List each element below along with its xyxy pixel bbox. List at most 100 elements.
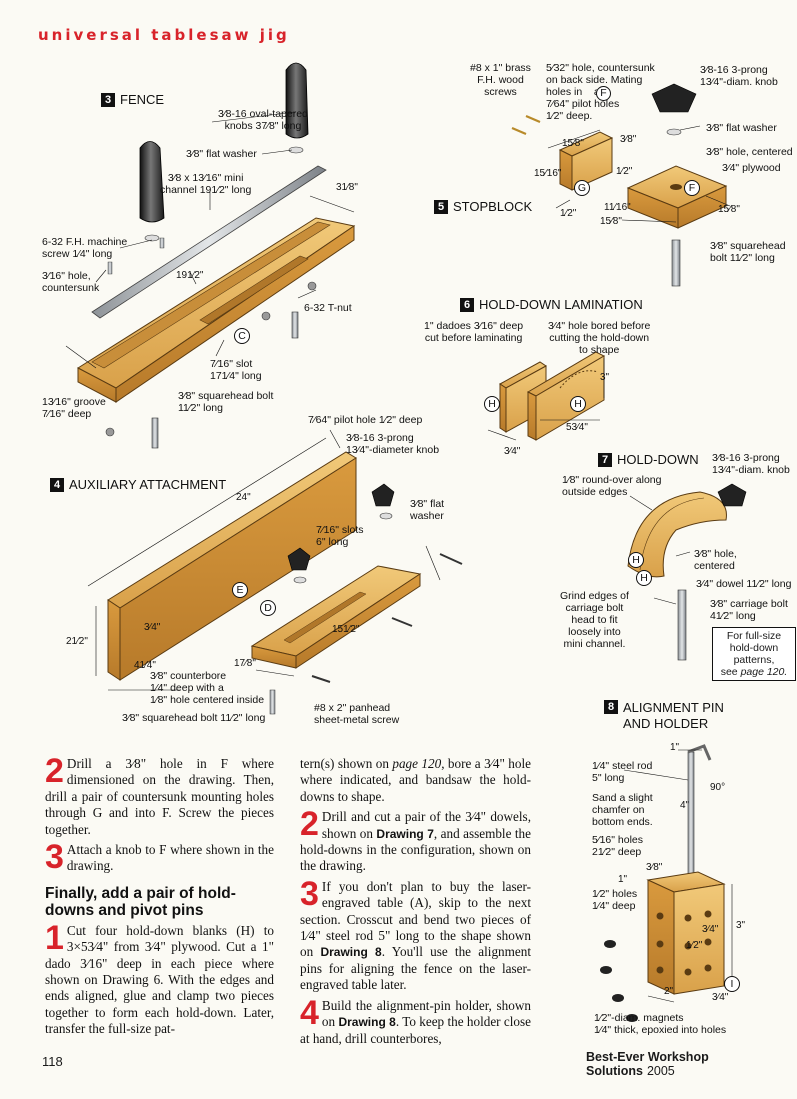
continued-paragraph: tern(s) shown on page 120, bore a 3⁄4" h…	[300, 756, 531, 804]
label-plywood: 3⁄4" plywood	[722, 162, 781, 174]
drawing-title: HOLD-DOWN	[617, 452, 699, 467]
label-hold-hole: 3⁄8" hole, centered	[694, 548, 737, 572]
publication-title: Best-Ever Workshop Solutions	[586, 1050, 709, 1078]
dim-4-quarter: 41⁄4"	[134, 660, 156, 671]
dim-align-1: 1"	[670, 742, 680, 753]
dim-2-half: 21⁄2"	[66, 636, 88, 647]
label-knobs: 3⁄8-16 oval-tapered knobs 37⁄8" long	[218, 108, 308, 132]
label-stop-knob: 3⁄8-16 3-prong 13⁄4"-diam. knob	[700, 64, 778, 88]
drawing-title: AUXILIARY ATTACHMENT	[69, 477, 227, 492]
lamination-heading: 6 HOLD-DOWN LAMINATION	[460, 297, 643, 312]
dim-align-1-b: 1"	[618, 874, 628, 885]
section-heading: Finally, add a pair of hold-downs and pi…	[45, 884, 236, 919]
label-holes-1-2: 1⁄2" holes 1⁄4" deep	[592, 888, 638, 912]
label-slots: 7⁄16" slots 6" long	[316, 524, 364, 548]
label-aux-bolt: 3⁄8" squarehead bolt 11⁄2" long	[122, 712, 266, 724]
part-g-marker: G	[574, 180, 590, 196]
drawing-reference: Drawing 8	[320, 945, 382, 960]
part-h-marker-d: H	[636, 570, 652, 586]
stopblock-drawing	[511, 83, 731, 287]
label-holes-5-16: 5⁄16" holes 21⁄2" deep	[592, 834, 644, 858]
holddown-drawing	[627, 483, 747, 661]
dim-90-deg: 90°	[710, 782, 726, 793]
step-number: 4	[300, 993, 319, 1032]
step-number: 1	[45, 918, 64, 957]
drawing-number: 3	[101, 92, 115, 107]
label-carriage-bolt: 3⁄8" carriage bolt 41⁄2" long	[710, 598, 788, 622]
oval-knob-right	[285, 62, 309, 154]
part-f-inline-marker: F	[596, 86, 611, 101]
label-countersunk-hole: 3⁄16" hole, countersunk	[42, 270, 100, 294]
label-roundover: 1⁄8" round-over along outside edges	[562, 474, 662, 498]
drawing-number: 5	[434, 199, 448, 214]
dim-align-2: 2"	[664, 986, 674, 997]
drawing-title: HOLD-DOWN LAMINATION	[479, 297, 643, 312]
label-pilot-hole: 7⁄64" pilot hole 1⁄2" deep	[308, 414, 423, 426]
drawing-number: 8	[604, 700, 618, 714]
drawing-number: 4	[50, 477, 64, 492]
dim-align-3-4-b: 3⁄4"	[712, 992, 729, 1003]
dim-stop-3-8: 3⁄8"	[620, 134, 637, 145]
label-aux-knob: 3⁄8-16 3-prong 13⁄4"-diameter knob	[346, 432, 440, 456]
part-c-marker: C	[234, 328, 250, 344]
dim-15-half: 151⁄2"	[332, 624, 360, 635]
label-countersunk-5-32: 5⁄32" hole, countersunk on back side. Ma…	[546, 62, 655, 122]
label-counterbore: 3⁄8" counterbore 1⁄4" deep with a 1⁄8" h…	[150, 670, 265, 706]
text-column-2: tern(s) shown on page 120, bore a 3⁄4" h…	[300, 756, 531, 1051]
pattern-note-page: page 120.	[740, 666, 788, 678]
dim-lam-3: 3"	[600, 372, 610, 383]
stopblock-heading: 5 STOPBLOCK	[434, 199, 532, 214]
drawing-title: ALIGNMENT PIN AND HOLDER	[623, 700, 724, 731]
label-machine-screw: 6-32 F.H. machine screw 1⁄4" long	[42, 236, 128, 260]
label-hold-knob: 3⁄8-16 3-prong 13⁄4"-diam. knob	[712, 452, 790, 476]
step-number: 2	[300, 805, 319, 844]
dim-align-1-2: 1⁄2"	[686, 940, 703, 951]
label-hole-bored: 3⁄4" hole bored before cutting the hold-…	[548, 320, 651, 356]
dim-align-4: 4"	[680, 800, 690, 811]
part-h-marker-a: H	[484, 396, 500, 412]
label-slot: 7⁄16" slot 171⁄4" long	[210, 358, 262, 382]
label-squarehead-bolt: 3⁄8" squarehead bolt 11⁄2" long	[178, 390, 274, 414]
dim-stop-1-5-8-c: 15⁄8"	[718, 204, 740, 215]
label-panhead-screw: #8 x 2" panhead sheet-metal screw	[314, 702, 400, 726]
alignment-drawing	[600, 744, 733, 1022]
drawing-number: 7	[598, 452, 612, 467]
holddown-heading: 7 HOLD-DOWN	[598, 452, 699, 467]
label-dowel: 3⁄4" dowel 11⁄2" long	[696, 578, 792, 590]
dim-align-3: 3"	[736, 920, 746, 931]
part-i-marker: I	[724, 976, 740, 992]
page-number: 118	[42, 1054, 63, 1069]
dim-stop-1-2-a: 1⁄2"	[616, 166, 633, 177]
label-dadoes: 1" dadoes 3⁄16" deep cut before laminati…	[424, 320, 524, 344]
step-number: 3	[300, 874, 319, 913]
part-e-marker: E	[232, 582, 248, 598]
label-tnut: 6-32 T-nut	[304, 302, 352, 314]
drawing-reference: Drawing 7	[376, 826, 434, 841]
label-grind: Grind edges of carriage bolt head to fit…	[560, 590, 629, 650]
label-stop-hole: 3⁄8" hole, centered	[706, 146, 793, 158]
dim-stop-1-1-16: 11⁄16"	[604, 202, 631, 213]
alignment-heading: 8 ALIGNMENT PIN AND HOLDER	[604, 700, 724, 732]
part-h-marker-b: H	[570, 396, 586, 412]
lamination-drawing	[487, 351, 606, 441]
drawing-title: STOPBLOCK	[453, 199, 533, 214]
label-aux-washer: 3⁄8" flat washer	[410, 498, 445, 522]
step-number: 3	[45, 838, 64, 877]
running-header: universal tablesaw jig	[38, 26, 290, 44]
label-sand-chamfer: Sand a slight chamfer on bottom ends.	[592, 792, 653, 828]
dim-24: 24"	[236, 492, 251, 503]
pattern-note-box: For full-size hold-down patterns, see pa…	[712, 627, 796, 681]
dim-3-4: 3⁄4"	[144, 622, 161, 633]
label-magnets: 1⁄2"-diam. magnets 1⁄4" thick, epoxied i…	[594, 1012, 727, 1036]
dim-stop-1-5-8: 15⁄8"	[562, 138, 584, 149]
label-brass-screws: #8 x 1" brass F.H. wood screws	[470, 62, 531, 98]
dim-1-7-8: 17⁄8"	[234, 658, 256, 669]
dim-lam-5-3-4: 53⁄4"	[566, 422, 588, 433]
